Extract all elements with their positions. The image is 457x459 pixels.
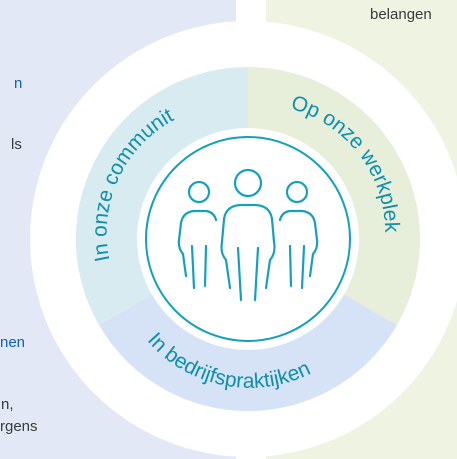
people-group-icon [177,168,319,302]
left-heading-fragment: n [14,75,23,92]
right-top-fragment: belangen [370,6,432,23]
left-line-fragment-2: rgens [0,418,38,435]
left-subheading-fragment: nen [0,334,26,351]
left-line-fragment-1: n, [1,396,14,413]
center-ring [137,128,359,350]
center-circle-border [145,136,351,342]
left-text-fragment: ls [11,136,22,153]
